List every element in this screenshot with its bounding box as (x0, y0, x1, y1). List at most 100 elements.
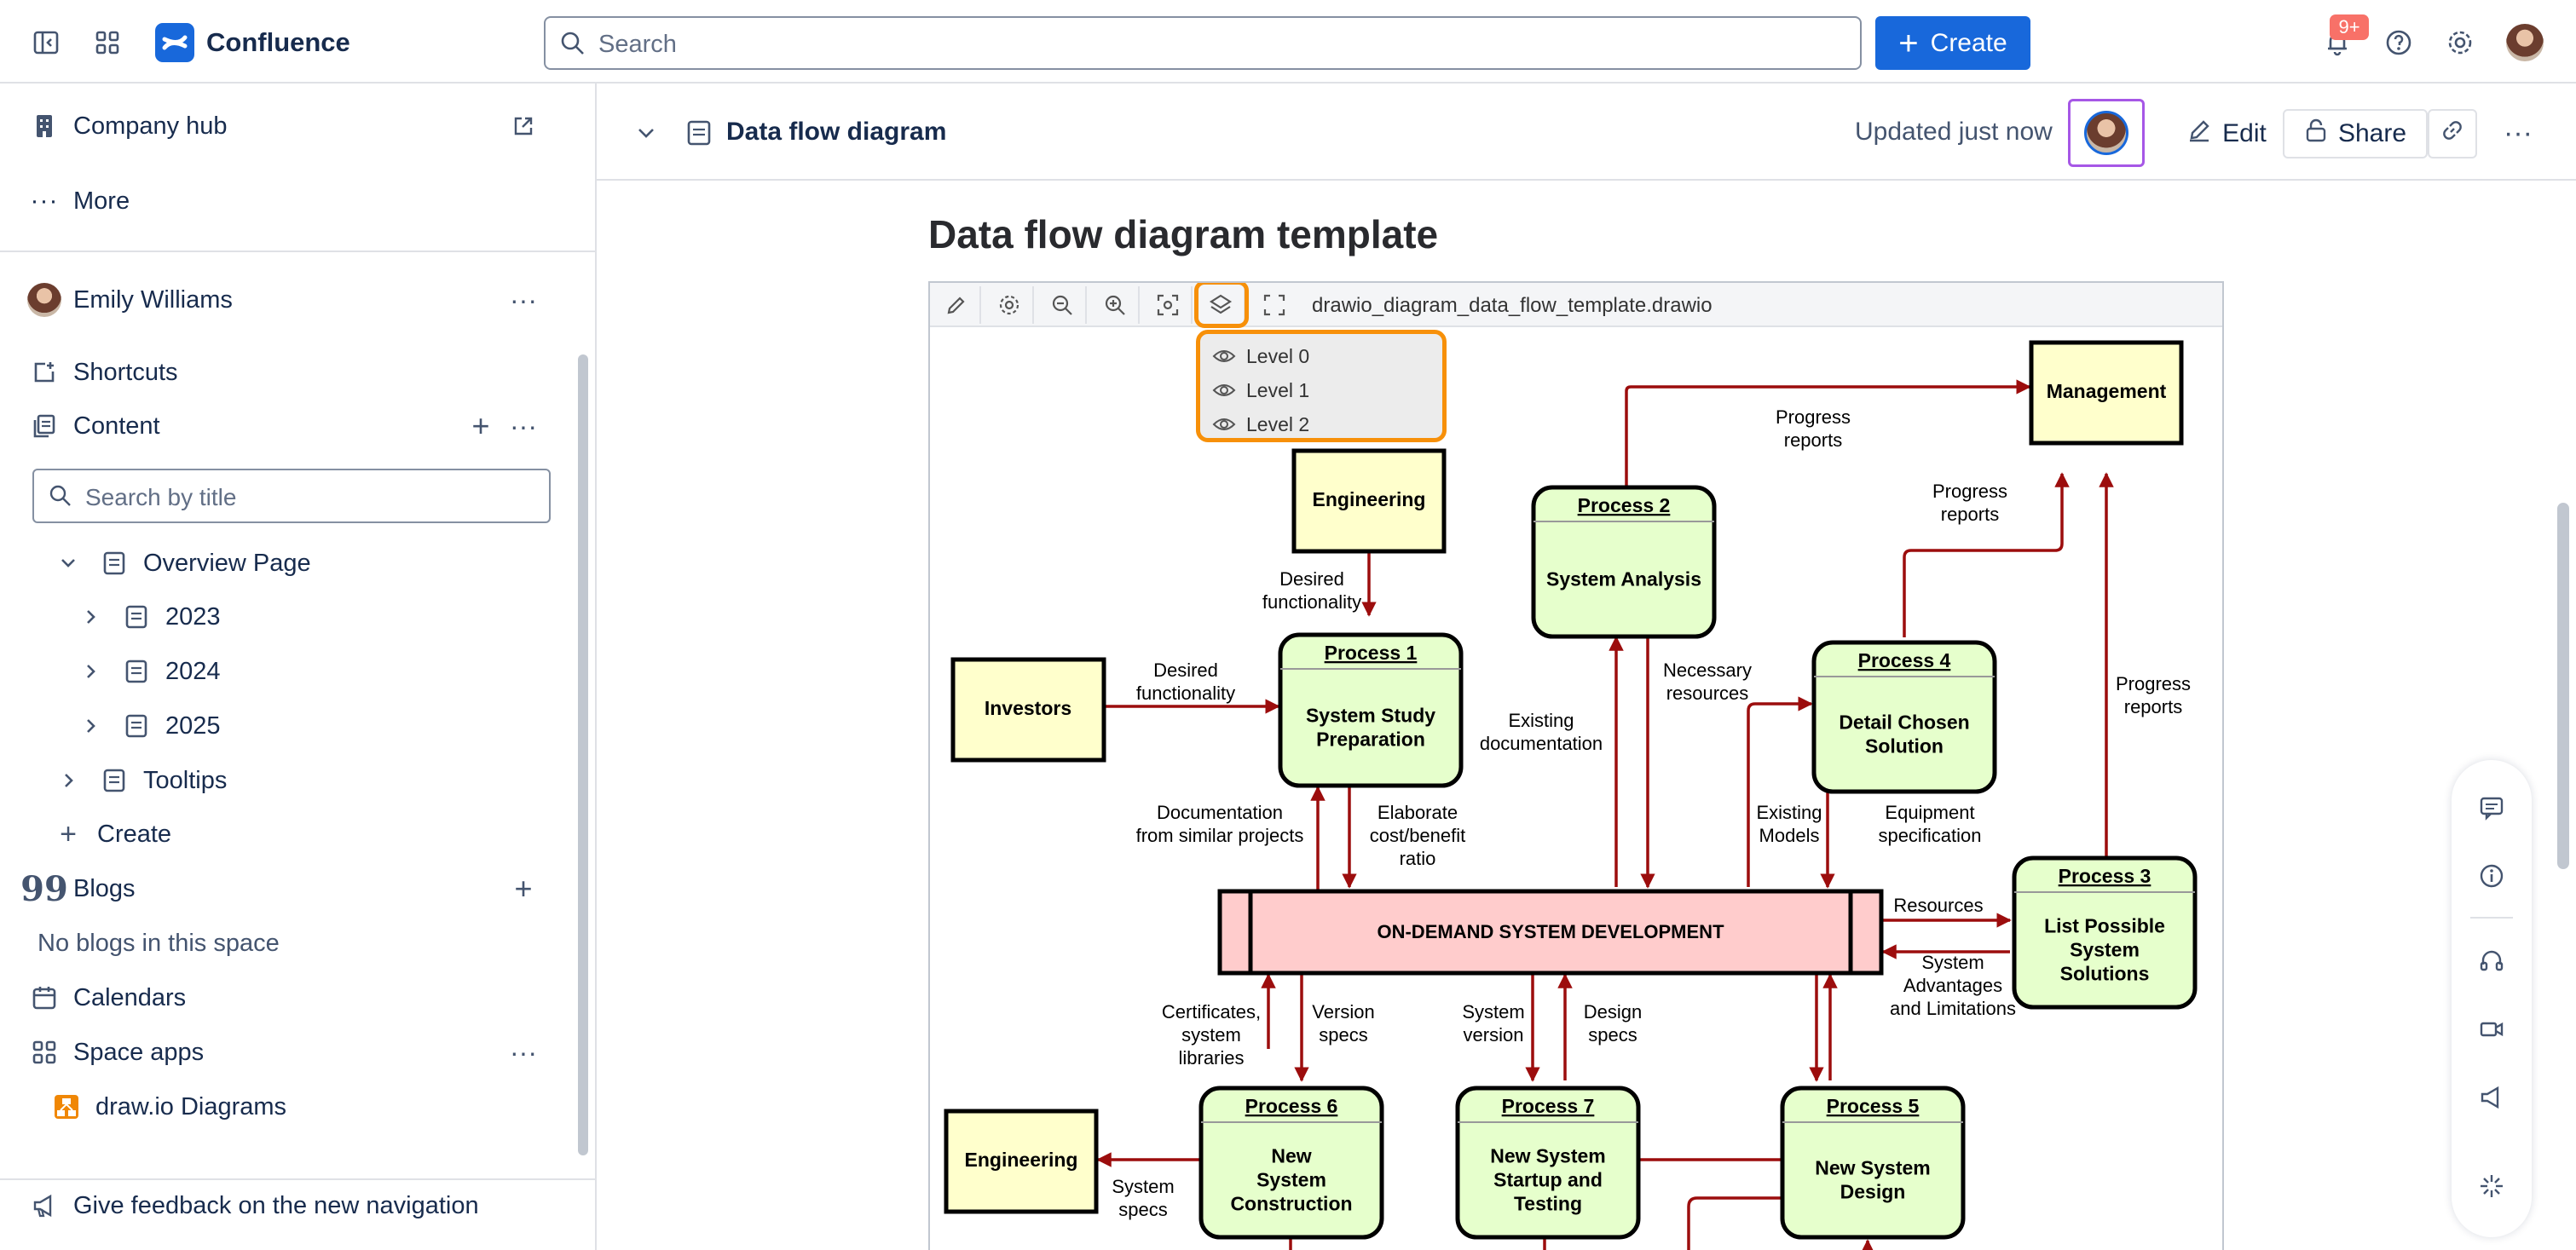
tree-item-label: 2023 (165, 602, 221, 631)
add-content-icon[interactable]: + (471, 408, 490, 443)
tree-item-2023[interactable]: 2023 (73, 592, 221, 642)
more-actions-icon[interactable]: ··· (2504, 116, 2533, 149)
flow-label-line: Progress (2116, 673, 2191, 694)
video-icon[interactable] (2475, 1012, 2509, 1046)
collapse-chevron-icon[interactable] (629, 116, 663, 150)
share-button[interactable]: Share (2283, 109, 2428, 158)
sidebar-scrollbar[interactable] (578, 354, 588, 1155)
flow-label-line: Models (1759, 825, 1820, 846)
sidebar-toggle-icon[interactable] (29, 26, 63, 60)
search-by-title-input[interactable]: Search by title (32, 469, 551, 523)
sidebar-item-blogs[interactable]: 99 Blogs (20, 864, 135, 913)
comment-icon[interactable] (2475, 791, 2509, 825)
add-blog-icon[interactable]: + (514, 871, 533, 906)
sidebar-item-more[interactable]: ··· More (27, 176, 130, 226)
layer-item-level-0[interactable]: Level 0 (1212, 339, 1309, 373)
flow-label-line: System (1921, 952, 1984, 973)
create-button[interactable]: + Create (1875, 16, 2030, 70)
flow-label-line: Advantages (1903, 975, 2002, 996)
copy-link-button[interactable] (2428, 109, 2477, 158)
edit-button[interactable]: Edit (2158, 109, 2295, 158)
eye-icon[interactable] (1212, 382, 1236, 399)
drawio-diagram-viewer[interactable]: drawio_diagram_data_flow_template.drawio (928, 281, 2224, 1250)
zoom-out-icon[interactable] (1039, 286, 1087, 324)
drawio-filename: drawio_diagram_data_flow_template.drawio (1312, 294, 1713, 317)
sidebar-item-content[interactable]: Content (27, 401, 160, 451)
collaborator-avatar[interactable] (2068, 99, 2145, 167)
tree-item-2024[interactable]: 2024 (73, 647, 221, 696)
eye-icon[interactable] (1212, 416, 1236, 433)
process-body-line: New System (1490, 1145, 1606, 1167)
sidebar-item-calendars[interactable]: Calendars (27, 973, 186, 1022)
user-avatar[interactable] (2506, 24, 2544, 61)
flow-arrows (1096, 379, 2114, 1250)
fullscreen-icon[interactable] (1250, 286, 1298, 324)
sidebar-item-label: Space apps (73, 1038, 205, 1066)
layer-item-level-1[interactable]: Level 1 (1212, 373, 1309, 407)
page-icon (682, 116, 716, 150)
content-more-icon[interactable]: ··· (510, 410, 537, 441)
headset-support-icon[interactable] (2475, 944, 2509, 978)
sidebar-item-space-apps[interactable]: Space apps (27, 1028, 204, 1077)
flow-label-line: Existing (1508, 710, 1574, 731)
app-name[interactable]: Confluence (206, 27, 350, 57)
layer-item-level-2[interactable]: Level 2 (1212, 407, 1309, 441)
fit-to-screen-icon[interactable] (1145, 286, 1193, 324)
confluence-logo-icon[interactable] (155, 23, 194, 62)
megaphone-icon[interactable] (2475, 1080, 2509, 1115)
global-search-input[interactable]: Search (544, 16, 1862, 70)
sidebar-item-shortcuts[interactable]: Shortcuts (27, 348, 178, 397)
main-scrollbar[interactable] (2557, 503, 2569, 869)
tree-item-label: Overview Page (143, 549, 311, 577)
settings-gear-icon[interactable] (2443, 26, 2477, 60)
settings-gear-icon[interactable] (986, 286, 1034, 324)
process-bubble (1811, 640, 1997, 794)
flow-label-line: System (1462, 1001, 1524, 1022)
ai-sparkle-icon[interactable] (2475, 1169, 2509, 1203)
process-heading: Process 4 (1858, 649, 1951, 671)
external-link-icon[interactable] (506, 109, 540, 143)
process-body-line: New (1271, 1145, 1311, 1167)
page-breadcrumb-title[interactable]: Data flow diagram (726, 118, 947, 146)
layers-button-highlight (1194, 283, 1249, 328)
more-actions-icon[interactable]: ··· (510, 284, 537, 315)
process-bubble (2012, 855, 2198, 1010)
entity-label: Investors (985, 697, 1071, 719)
process-body-line: Preparation (1316, 729, 1425, 751)
feedback-link[interactable]: Give feedback on the new navigation (27, 1181, 479, 1230)
flow-label-line: Desired (1153, 660, 1218, 681)
tree-item-label: 2025 (165, 711, 221, 740)
tree-create-button[interactable]: + Create (51, 809, 171, 859)
app-switcher-icon[interactable] (90, 26, 124, 60)
info-icon[interactable] (2475, 859, 2509, 893)
flow-label-line: Elaborate (1378, 802, 1458, 823)
flow-label-line: Certificates, (1162, 1001, 1261, 1022)
tree-item-tooltips[interactable]: Tooltips (51, 756, 227, 805)
tree-item-2025[interactable]: 2025 (73, 701, 221, 751)
flow-label-line: Progress (1932, 481, 2007, 502)
no-blogs-text: No blogs in this space (38, 919, 280, 968)
space-apps-more-icon[interactable]: ··· (510, 1036, 537, 1068)
process-body-line: Design (1840, 1181, 1906, 1203)
sidebar-item-drawio[interactable]: draw.io Diagrams (49, 1082, 286, 1132)
top-navigation-bar: Confluence Search + Create 9+ (0, 0, 2576, 84)
flow-label-line: Existing (1756, 802, 1822, 823)
tree-item-overview-page[interactable]: Overview Page (51, 539, 311, 588)
eye-icon[interactable] (1212, 348, 1236, 365)
edit-diagram-pencil-icon[interactable] (933, 286, 981, 324)
data-flow-diagram-canvas: Management Engineering Investors Enginee… (944, 340, 2198, 1250)
chevron-down-icon (51, 546, 85, 580)
entity-label: Engineering (1313, 488, 1426, 510)
sidebar-item-label: Shortcuts (73, 358, 178, 386)
zoom-in-icon[interactable] (1092, 286, 1140, 324)
feedback-label: Give feedback on the new navigation (73, 1191, 479, 1219)
create-button-label: Create (1930, 28, 2007, 57)
sidebar-item-company-hub[interactable]: Company hub (27, 101, 228, 151)
sidebar-space-owner[interactable]: Emily Williams (27, 275, 233, 325)
help-icon[interactable] (2382, 26, 2416, 60)
updated-status: Updated just now (1855, 118, 2053, 146)
lock-icon (2304, 118, 2328, 150)
